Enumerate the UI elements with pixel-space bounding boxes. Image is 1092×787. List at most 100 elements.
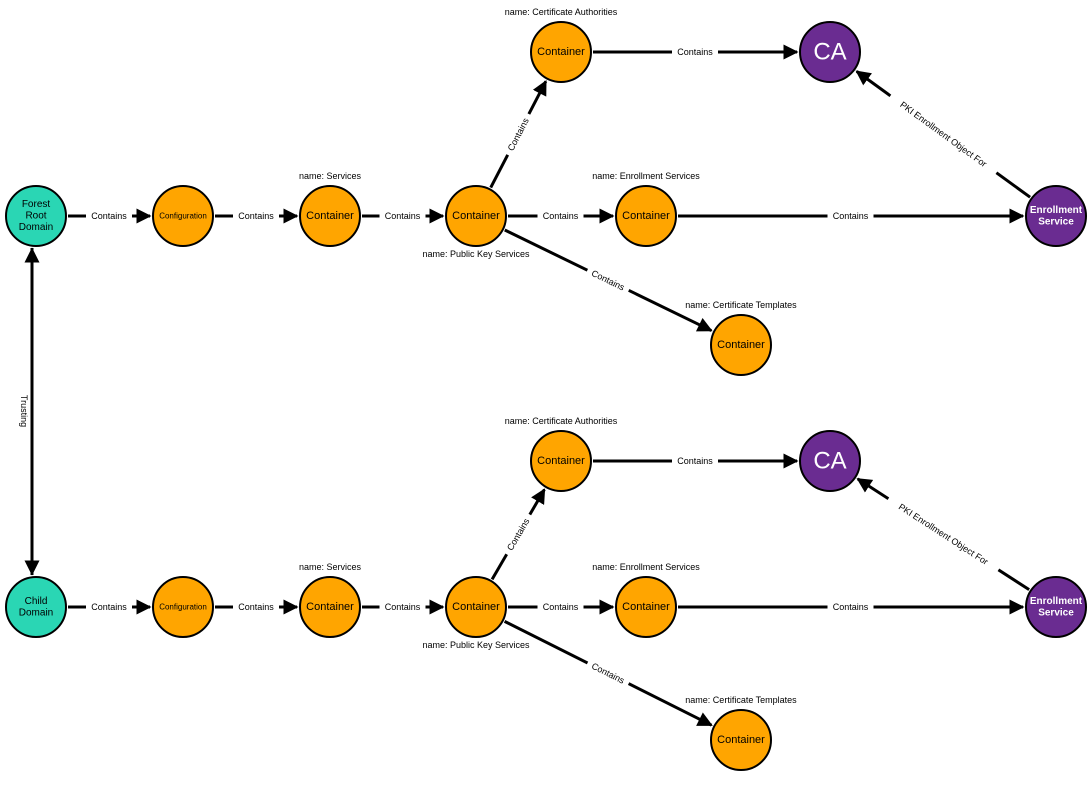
- edge-label-group: Contains: [86, 210, 132, 222]
- edge-label: Contains: [833, 211, 869, 221]
- edge-top-pks-to-top-cert-authorities: Contains: [489, 79, 548, 189]
- edge-forest-root-domain-to-child-domain: Trusting: [18, 248, 40, 576]
- edge-label-background: [18, 388, 30, 434]
- edge-label: Contains: [677, 456, 713, 466]
- edge-bottom-enrollment-service-to-bottom-ca: PKI Enrollment Object For: [856, 477, 1030, 591]
- edge-bottom-configuration-to-bottom-services: Contains: [215, 599, 299, 615]
- edge-bottom-enrollment-services-to-bottom-enrollment-service: Contains: [678, 599, 1025, 615]
- container-node-circle: [445, 185, 507, 247]
- edge-label-background: [885, 493, 1002, 575]
- container-node-circle: [445, 576, 507, 638]
- edge-top-enrollment-services-to-top-enrollment-service: Contains: [678, 208, 1025, 224]
- node-label: Container: [452, 210, 500, 222]
- container-node-circle: [615, 185, 677, 247]
- edge-label-background: [537, 210, 584, 222]
- container-node-circle: [152, 576, 214, 638]
- edge-label-group: Contains: [672, 455, 718, 467]
- edge-label-group: Contains: [86, 601, 132, 613]
- edge-label: PKI Enrollment Object For: [898, 100, 988, 169]
- node-label: CA: [813, 448, 846, 475]
- container-node-circle: [710, 709, 772, 771]
- edge-label-group: Contains: [827, 210, 874, 222]
- container-node-circle: [615, 576, 677, 638]
- edge-bottom-pks-to-bottom-enrollment-services: Contains: [508, 599, 615, 615]
- node-label: Container: [537, 46, 585, 58]
- edge-label-group: Trusting: [18, 388, 30, 434]
- container-node-circle: [152, 185, 214, 247]
- domain-node-circle: [5, 576, 67, 638]
- node-top-ca[interactable]: CA: [799, 21, 861, 83]
- node-top-cert-authorities[interactable]: Container name: Certificate Authorities: [505, 7, 618, 83]
- edge-label-background: [379, 601, 426, 613]
- edge-top-services-to-top-pks: Contains: [362, 208, 445, 224]
- node-name-label: name: Public Key Services: [422, 249, 530, 259]
- node-top-pks[interactable]: Container name: Public Key Services: [422, 185, 530, 259]
- authority-node-circle: [1025, 185, 1087, 247]
- edge-label: Contains: [91, 211, 127, 221]
- node-label: Container: [306, 210, 354, 222]
- edge-top-enrollment-service-to-top-ca: PKI Enrollment Object For: [855, 70, 1031, 199]
- edge-label-group: PKI Enrollment Object For: [885, 493, 1002, 575]
- edge-label: Contains: [385, 602, 421, 612]
- edge-label: Contains: [833, 602, 869, 612]
- node-label: Container: [452, 601, 500, 613]
- node-top-services[interactable]: Container name: Services: [299, 171, 362, 247]
- node-bottom-ca[interactable]: CA: [799, 430, 861, 492]
- edge-top-pks-to-top-enrollment-services: Contains: [508, 208, 615, 224]
- edge-label-group: Contains: [672, 46, 718, 58]
- node-name-label: name: Public Key Services: [422, 640, 530, 650]
- edge-label-background: [537, 601, 584, 613]
- edge-forest-root-domain-to-top-configuration: Contains: [68, 208, 152, 224]
- edge-label: Contains: [385, 211, 421, 221]
- edge-label-group: Contains: [501, 511, 536, 558]
- edge-label-group: Contains: [584, 657, 632, 689]
- edge-label-background: [827, 210, 874, 222]
- edge-label: PKI Enrollment Object For: [897, 502, 990, 567]
- authority-node-circle: [799, 430, 861, 492]
- authority-node-circle: [1025, 576, 1087, 638]
- edge-label-group: Contains: [502, 111, 535, 158]
- edge-label: Contains: [238, 211, 274, 221]
- container-node-circle: [299, 185, 361, 247]
- edge-top-configuration-to-top-services: Contains: [215, 208, 299, 224]
- edge-label: Contains: [91, 602, 127, 612]
- edge-bottom-pks-to-bottom-cert-authorities: Contains: [490, 488, 546, 581]
- node-name-label: name: Certificate Authorities: [505, 7, 618, 17]
- container-node-circle: [530, 430, 592, 492]
- edge-label-group: Contains: [537, 601, 584, 613]
- node-label: CA: [813, 39, 846, 66]
- node-label: Container: [717, 734, 765, 746]
- node-bottom-pks[interactable]: Container name: Public Key Services: [422, 576, 530, 650]
- node-label: Container: [622, 210, 670, 222]
- edge-label-background: [584, 264, 632, 296]
- node-bottom-configuration[interactable]: Configuration: [152, 576, 214, 638]
- edge-label: Contains: [238, 602, 274, 612]
- node-name-label: name: Services: [299, 171, 362, 181]
- edge-bottom-pks-to-bottom-cert-templates: Contains: [503, 620, 713, 727]
- edge-label-background: [584, 657, 632, 689]
- node-name-label: name: Enrollment Services: [592, 562, 700, 572]
- edge-label-group: Contains: [233, 210, 279, 222]
- edge-label-group: Contains: [584, 264, 632, 296]
- edge-top-pks-to-top-cert-templates: Contains: [504, 228, 713, 332]
- container-node-circle: [710, 314, 772, 376]
- edge-bottom-cert-authorities-to-bottom-ca: Contains: [593, 453, 799, 469]
- node-top-configuration[interactable]: Configuration: [152, 185, 214, 247]
- edge-label-group: PKI Enrollment Object For: [886, 90, 1000, 178]
- node-label: Configuration: [159, 212, 207, 221]
